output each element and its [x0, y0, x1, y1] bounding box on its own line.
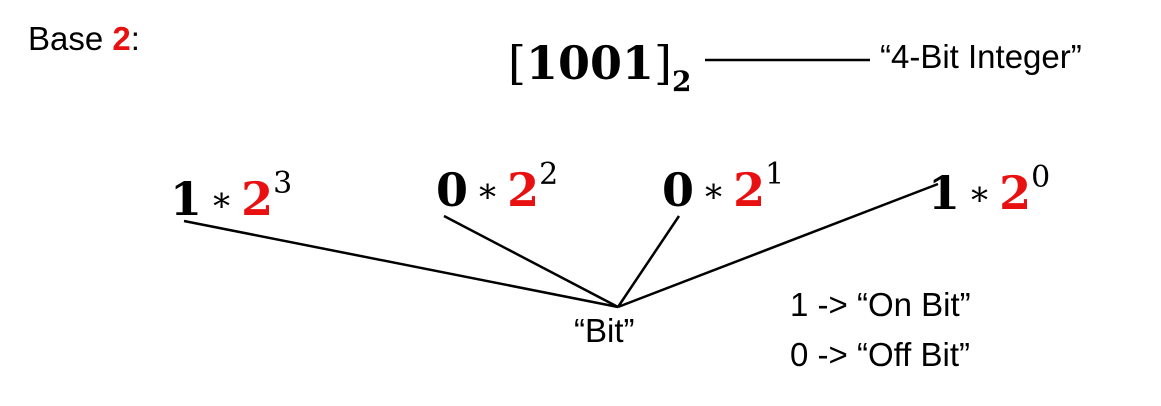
binary-number: [1001]2	[508, 36, 691, 98]
base-label: Base 2:	[28, 20, 140, 58]
bit-connector-line-2	[616, 215, 681, 308]
bit-term-1: 0∗22	[436, 157, 558, 217]
bit-label: “Bit”	[574, 312, 635, 349]
term-base: 2	[241, 172, 274, 226]
term-exponent: 1	[765, 157, 785, 192]
legend-off-bit: 0 -> “Off Bit”	[790, 336, 971, 373]
bit-connector-line-3	[617, 182, 939, 309]
term-coefficient: 0	[436, 163, 469, 217]
base-number: 2	[112, 20, 131, 57]
term-exponent: 0	[1031, 160, 1051, 195]
bit-term-2: 0∗21	[662, 157, 784, 217]
term-operator: ∗	[968, 174, 992, 214]
term-coefficient: 1	[170, 172, 203, 226]
bit-term-0: 1∗23	[170, 166, 292, 226]
term-base: 2	[733, 163, 766, 217]
term-coefficient: 0	[662, 163, 695, 217]
base-prefix: Base	[28, 20, 113, 57]
binary-open-bracket: [	[508, 36, 526, 90]
term-operator: ∗	[702, 171, 726, 211]
bit-term-3: 1∗20	[928, 160, 1050, 220]
term-base: 2	[507, 163, 540, 217]
term-exponent: 3	[273, 166, 293, 201]
base-suffix: :	[130, 20, 140, 57]
bit-connector-line-0	[183, 219, 619, 309]
term-base: 2	[999, 166, 1032, 220]
legend-on-bit: 1 -> “On Bit”	[790, 286, 971, 323]
term-coefficient: 1	[928, 166, 961, 220]
binary-subscript: 2	[671, 65, 692, 98]
integer-label: “4-Bit Integer”	[880, 38, 1082, 75]
binary-digits: 1001	[525, 36, 654, 90]
term-operator: ∗	[210, 180, 234, 220]
bit-connector-line-1	[443, 214, 619, 309]
term-exponent: 2	[539, 157, 559, 192]
binary-close-bracket: ]	[653, 36, 672, 90]
term-operator: ∗	[476, 171, 500, 211]
